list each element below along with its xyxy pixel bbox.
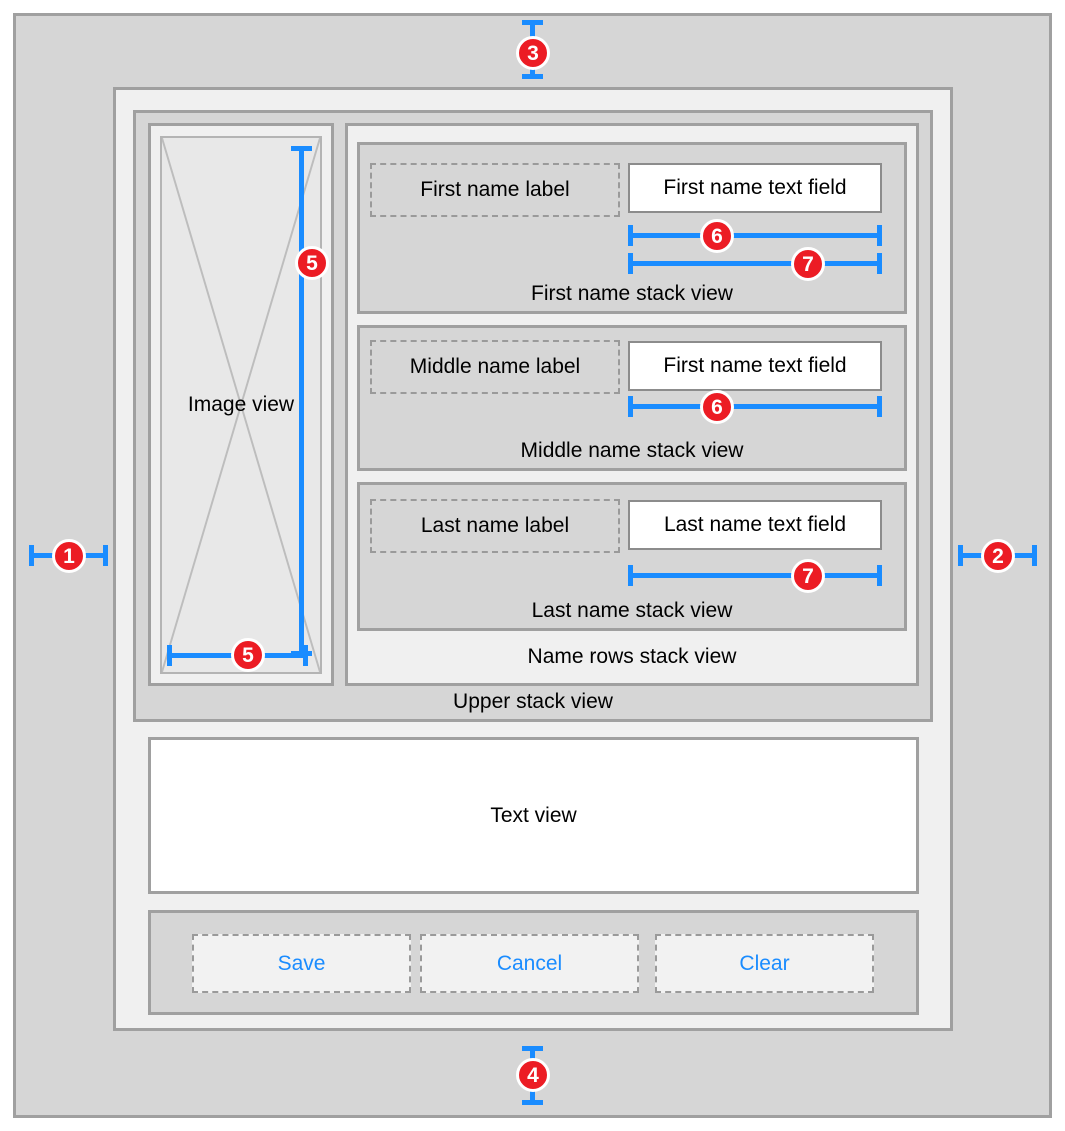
last-name-stack-view-caption: Last name stack view bbox=[531, 599, 733, 622]
image-view-height-constraint-line[interactable] bbox=[291, 146, 312, 656]
constraint-badge-image-width[interactable]: 5 bbox=[231, 638, 265, 672]
first-name-stack-view-caption: First name stack view bbox=[531, 282, 733, 305]
constraint-badge-first-name-7[interactable]: 7 bbox=[791, 247, 825, 281]
upper-stack-view-caption: Upper stack view bbox=[453, 690, 613, 713]
middle-name-text-field[interactable]: First name text field bbox=[628, 341, 882, 391]
constraint-badge-4[interactable]: 4 bbox=[516, 1058, 550, 1092]
last-name-label: Last name label bbox=[370, 499, 620, 553]
middle-name-constraint-line-6[interactable] bbox=[628, 396, 882, 417]
clear-button[interactable]: Clear bbox=[655, 934, 874, 993]
first-name-text-field[interactable]: First name text field bbox=[628, 163, 882, 213]
first-name-constraint-line-7[interactable] bbox=[628, 253, 882, 274]
name-rows-stack-view-caption: Name rows stack view bbox=[527, 645, 737, 668]
image-placeholder-cross-icon bbox=[162, 138, 320, 672]
constraint-badge-3[interactable]: 3 bbox=[516, 36, 550, 70]
last-name-text-field[interactable]: Last name text field bbox=[628, 500, 882, 550]
image-view-label: Image view bbox=[187, 393, 295, 416]
last-name-constraint-line-7[interactable] bbox=[628, 565, 882, 586]
constraint-badge-last-name-7[interactable]: 7 bbox=[791, 559, 825, 593]
image-view: Image view bbox=[160, 136, 322, 674]
first-name-label: First name label bbox=[370, 163, 620, 217]
text-view[interactable] bbox=[148, 737, 919, 894]
middle-name-label: Middle name label bbox=[370, 340, 620, 394]
first-name-constraint-line-6[interactable] bbox=[628, 225, 882, 246]
constraint-badge-image-height[interactable]: 5 bbox=[295, 246, 329, 280]
cancel-button[interactable]: Cancel bbox=[420, 934, 639, 993]
text-view-label: Text view bbox=[490, 804, 577, 827]
constraint-badge-1[interactable]: 1 bbox=[52, 539, 86, 573]
middle-name-stack-view-caption: Middle name stack view bbox=[520, 439, 744, 462]
constraint-badge-first-name-6[interactable]: 6 bbox=[700, 219, 734, 253]
save-button[interactable]: Save bbox=[192, 934, 411, 993]
constraint-badge-2[interactable]: 2 bbox=[981, 539, 1015, 573]
constraint-badge-middle-name-6[interactable]: 6 bbox=[700, 390, 734, 424]
